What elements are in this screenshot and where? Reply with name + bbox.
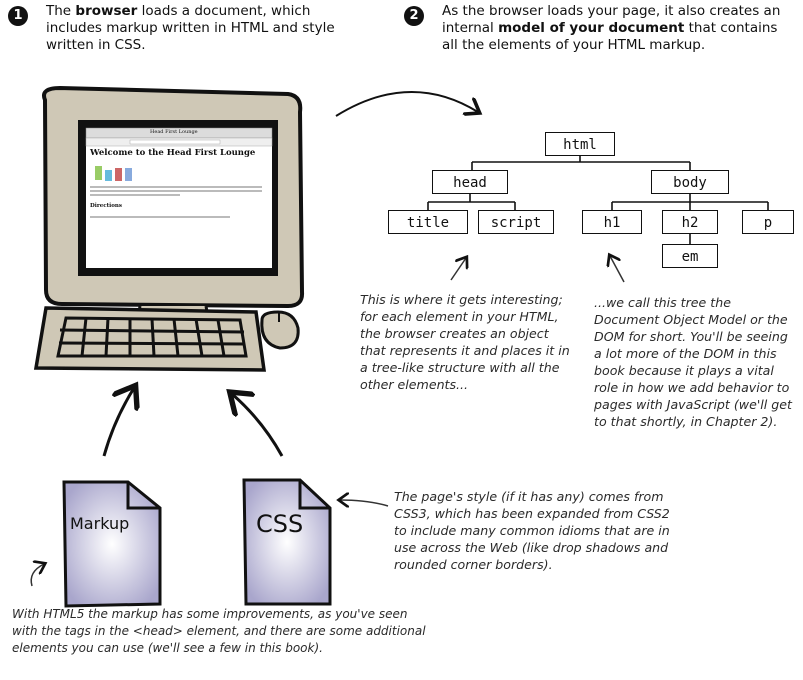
note-1-pointer — [450, 258, 466, 281]
css-to-computer-arrow — [232, 394, 284, 457]
tree-node-h2: h2 — [662, 210, 718, 234]
css-document-icon — [242, 478, 332, 606]
monitor-icon — [42, 85, 305, 326]
css-note-pointer — [340, 500, 389, 506]
step-2-pre: As the browser loads your page, it also … — [442, 3, 781, 36]
css-document-label: CSS — [256, 510, 304, 538]
step-1-pre: The — [46, 3, 76, 19]
note-tree-interesting: This is where it gets interesting; for e… — [360, 292, 570, 392]
screen-heading: Welcome to the Head First Lounge — [90, 148, 256, 158]
step-1-bold: browser — [75, 3, 138, 19]
step-2-bold: model of your document — [498, 20, 685, 36]
tree-node-head: head — [432, 170, 508, 194]
markup-document-icon — [62, 480, 162, 608]
note-2-pointer — [610, 256, 625, 283]
screen-window-title: Head First Lounge — [150, 129, 198, 135]
tree-connectors — [427, 156, 769, 244]
screen-directions: Directions — [90, 203, 122, 209]
keyboard-icon — [33, 306, 267, 372]
mouse-icon — [260, 310, 300, 350]
note-dom: ...we call this tree the Document Object… — [594, 295, 792, 429]
markup-document-label: Markup — [70, 514, 130, 533]
note-css3: The page's style (if it has any) comes f… — [394, 489, 670, 572]
step-2-text: As the browser loads your page, it also … — [442, 3, 787, 54]
step-1-post: loads a document, which includes markup … — [46, 3, 335, 53]
step-2-badge: 2 — [404, 6, 424, 26]
step-1-text: The browser loads a document, which incl… — [46, 3, 336, 54]
step-1-badge: 1 — [8, 6, 28, 26]
note-html5: With HTML5 the markup has some improveme… — [12, 607, 426, 655]
tree-node-script: script — [478, 210, 554, 234]
markup-to-computer-arrow — [102, 388, 134, 457]
tree-node-body: body — [651, 170, 729, 194]
tree-node-html: html — [545, 132, 615, 156]
html5-note-pointer — [30, 564, 44, 587]
computer-to-tree-arrow — [335, 90, 478, 117]
step-2-post: that contains all the elements of your H… — [442, 20, 778, 53]
tree-node-h1: h1 — [582, 210, 642, 234]
tree-node-em: em — [662, 244, 718, 268]
tree-node-title: title — [388, 210, 468, 234]
tree-node-p: p — [742, 210, 794, 234]
